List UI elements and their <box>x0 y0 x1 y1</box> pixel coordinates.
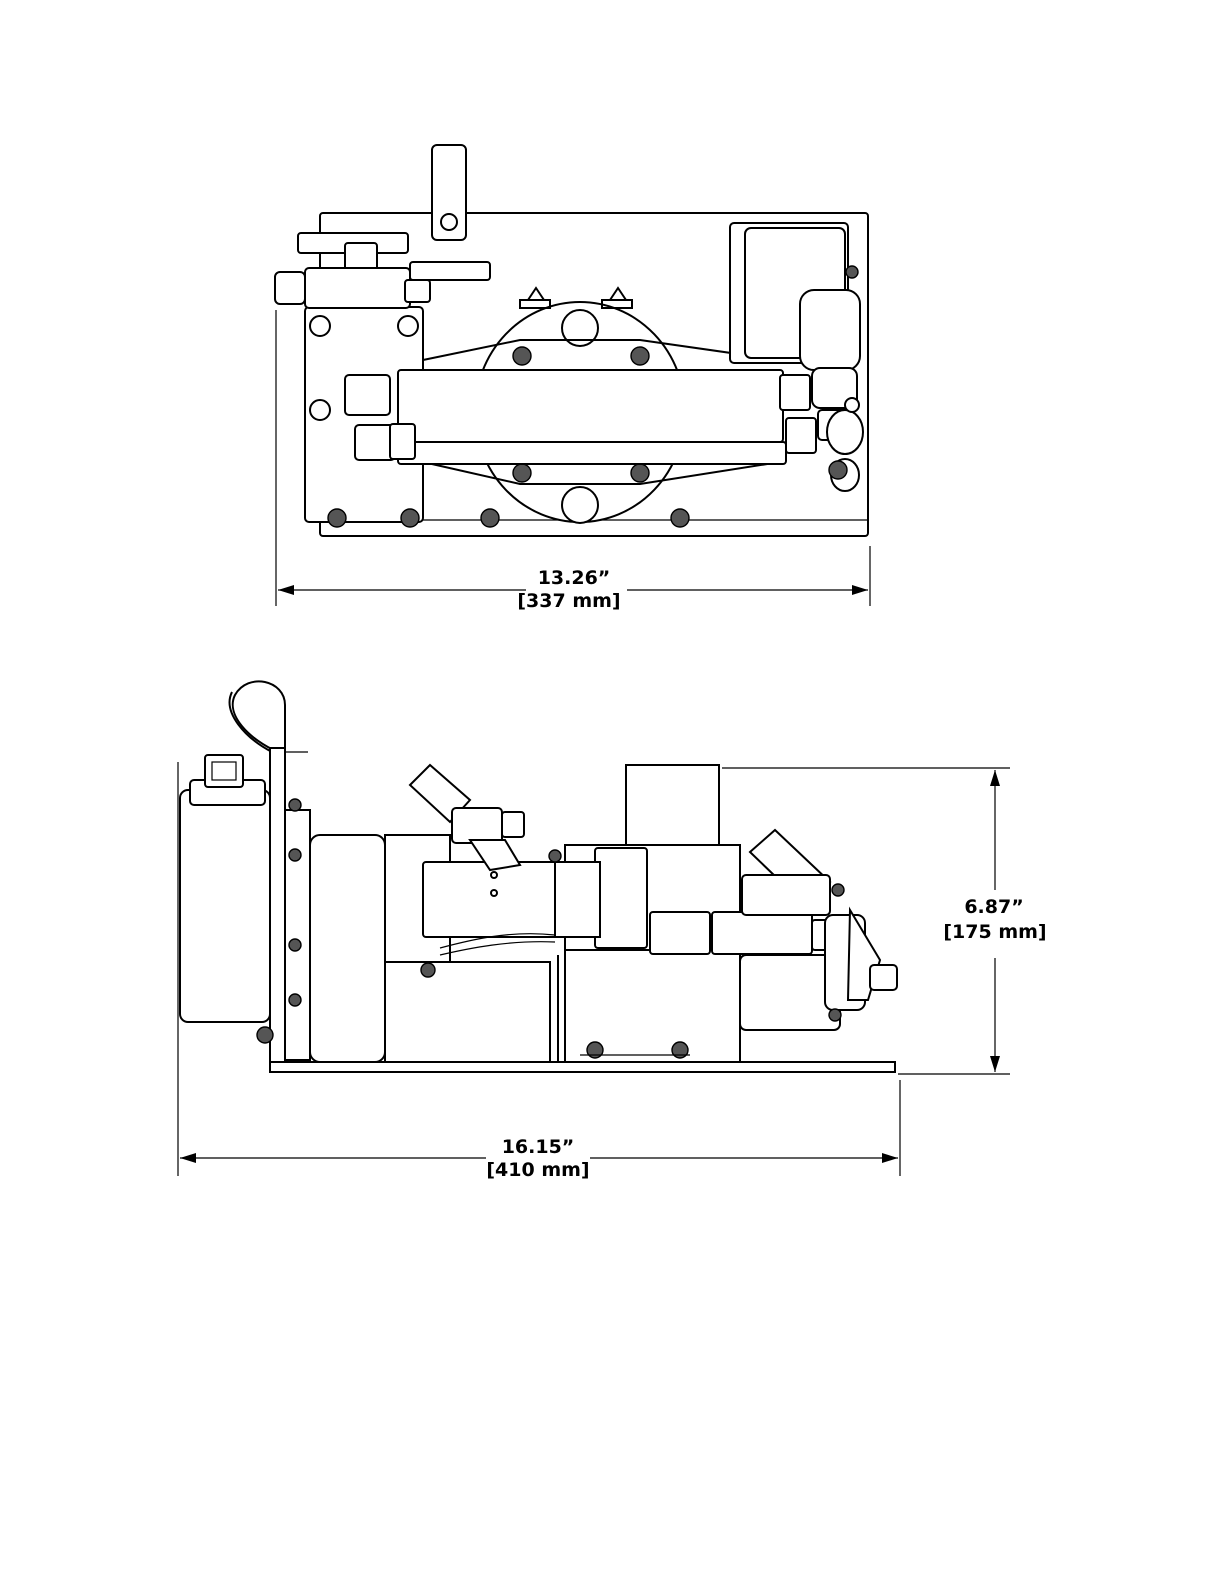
side-length-inches: 16.15” <box>502 1136 575 1158</box>
side-length-mm: [410 mm] <box>486 1159 589 1181</box>
side-height-mm: [175 mm] <box>943 921 1046 943</box>
top-view-drawing <box>275 145 868 536</box>
side-height-inches: 6.87” <box>964 896 1023 918</box>
side-view-drawing <box>180 681 897 1072</box>
top-width-inches: 13.26” <box>538 567 611 589</box>
top-width-mm: [337 mm] <box>517 590 620 612</box>
